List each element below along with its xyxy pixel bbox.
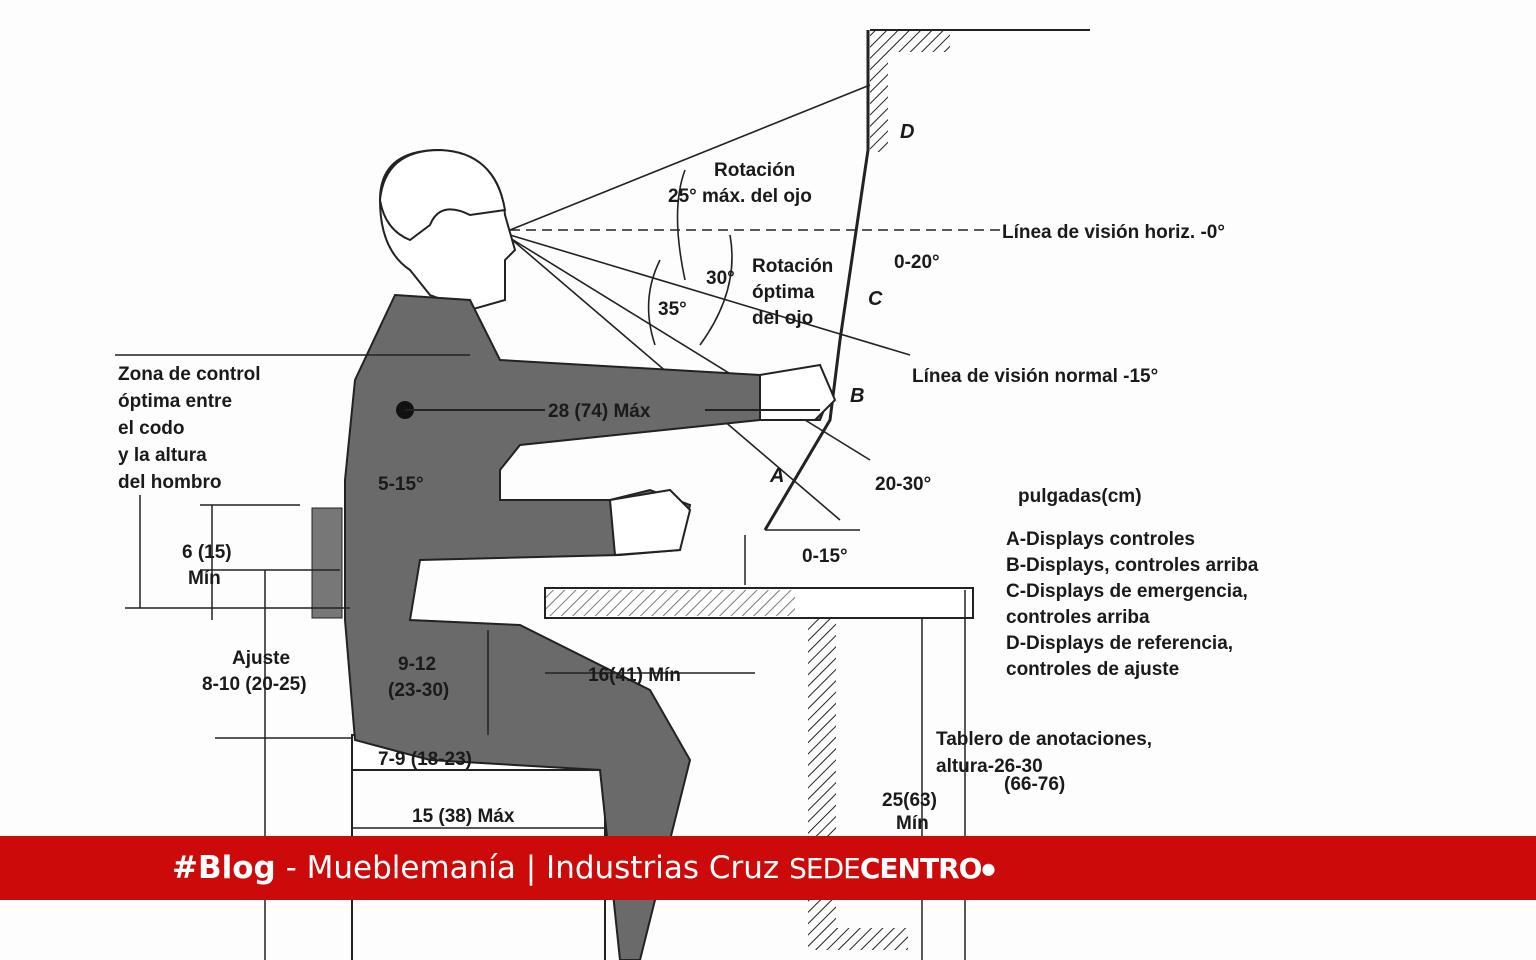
- legend-title: pulgadas(cm): [1018, 486, 1142, 507]
- legend-item: A-Displays controles: [1006, 529, 1195, 550]
- rotation-max-label: 25° máx. del ojo: [668, 186, 812, 207]
- table: [544, 587, 974, 960]
- diagram-labels: D C B A Rotación 25° máx. del ojo Rotaci…: [118, 121, 1259, 834]
- location-pin-icon: ●: [981, 858, 996, 878]
- tablero-label: altura-26-30: [936, 756, 1043, 777]
- dimension-label: (23-30): [388, 680, 449, 701]
- dimension-label: 15 (38) Máx: [412, 806, 515, 827]
- zone-label: óptima entre: [118, 391, 232, 412]
- sede-logo-text: SEDE: [789, 851, 861, 885]
- ajuste-label: Ajuste: [232, 648, 290, 669]
- tablero-label: Tablero de anotaciones,: [936, 729, 1152, 750]
- blog-banner: #Blog - Mueblemanía | Industrias Cruz SED…: [0, 836, 1536, 900]
- dimension-label: Mín: [188, 568, 221, 589]
- legend-item: controles de ajuste: [1006, 659, 1179, 680]
- dimension-label: 9-12: [398, 654, 436, 675]
- dimension-label: 25(63): [882, 790, 937, 811]
- rotation-max-label: Rotación: [714, 160, 795, 181]
- wall-letter-c: C: [868, 288, 883, 310]
- dimension-label: Mín: [896, 813, 929, 834]
- zone-label: del hombro: [118, 472, 221, 493]
- ajuste-label: 8-10 (20-25): [202, 674, 307, 695]
- horizontal-line-label: Línea de visión horiz. -0°: [1002, 222, 1225, 243]
- wall: [763, 29, 1090, 531]
- dimension-label: 6 (15): [182, 542, 232, 563]
- legend-item: C-Displays de emergencia,: [1006, 581, 1248, 602]
- banner-text: - Mueblemanía | Industrias Cruz: [275, 850, 780, 886]
- reach-label: 28 (74) Máx: [548, 401, 651, 422]
- blog-hashtag: #Blog: [172, 850, 276, 886]
- wall-letter-b: B: [850, 385, 864, 407]
- rotation-optimal-label: del ojo: [752, 308, 813, 329]
- dimension-label: 7-9 (18-23): [378, 749, 472, 770]
- centro-logo-text: CENTRO: [859, 851, 983, 885]
- range-label: 0-20°: [894, 252, 940, 273]
- angle-label: 5-15°: [378, 474, 424, 495]
- legend-item: controles arriba: [1006, 607, 1150, 628]
- wall-letter-a: A: [769, 465, 784, 487]
- legend-item: D-Displays de referencia,: [1006, 633, 1233, 654]
- zone-label: Zona de control: [118, 364, 261, 385]
- wall-letter-d: D: [900, 121, 914, 143]
- legend-item: B-Displays, controles arriba: [1006, 555, 1259, 576]
- dimension-label: 16(41) Mín: [588, 665, 681, 686]
- rotation-optimal-label: óptima: [752, 282, 815, 303]
- seated-person-figure: [344, 148, 837, 960]
- rotation-optimal-label: Rotación: [752, 256, 833, 277]
- angle-30-label: 30°: [706, 268, 735, 289]
- zone-label: el codo: [118, 418, 185, 439]
- zone-label: y la altura: [118, 445, 207, 466]
- normal-line-label: Línea de visión normal -15°: [912, 366, 1158, 387]
- tablero-label: (66-76): [1004, 774, 1065, 795]
- range-label: 20-30°: [875, 474, 931, 495]
- angle-35-label: 35°: [658, 299, 687, 320]
- range-label: 0-15°: [802, 546, 848, 567]
- dimension-lines: [115, 354, 755, 960]
